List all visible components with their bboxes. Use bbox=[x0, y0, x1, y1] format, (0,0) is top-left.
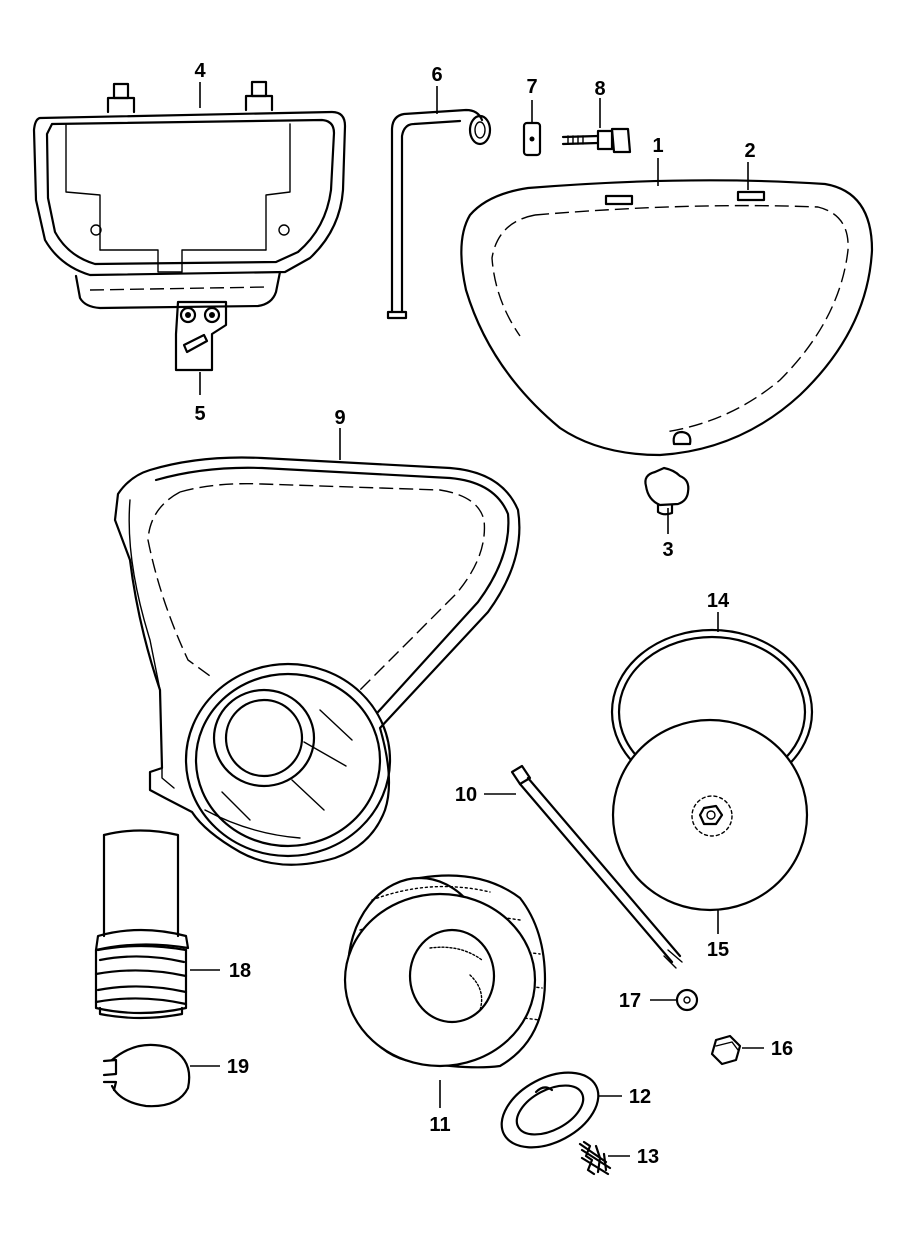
callout-19: 19 bbox=[227, 1056, 249, 1078]
part-16-nut bbox=[710, 1034, 742, 1066]
part-1-airbox-cover bbox=[460, 179, 874, 457]
callout-10: 10 bbox=[455, 784, 477, 806]
part-13-spring bbox=[578, 1140, 612, 1176]
callout-7: 7 bbox=[526, 76, 537, 98]
callout-5: 5 bbox=[194, 403, 205, 425]
callout-9: 9 bbox=[334, 407, 345, 429]
callout-12: 12 bbox=[629, 1086, 651, 1108]
callout-8: 8 bbox=[594, 78, 605, 100]
part-10-stud bbox=[510, 764, 683, 969]
callout-labels: 4 5 6 7 8 1 2 3 9 10 14 15 17 16 18 19 1… bbox=[194, 60, 793, 1168]
part-6-bracket bbox=[386, 108, 492, 320]
part-18-intake-boot bbox=[94, 829, 190, 1020]
part-12-seal bbox=[500, 1071, 600, 1149]
part-4-airbox-backplate bbox=[32, 80, 347, 372]
part-3-knob bbox=[644, 466, 690, 516]
callout-14: 14 bbox=[707, 590, 730, 612]
leader-lines bbox=[190, 82, 764, 1157]
callout-1: 1 bbox=[652, 135, 663, 157]
callout-4: 4 bbox=[194, 60, 206, 82]
part-17-washer bbox=[675, 988, 699, 1012]
callout-17: 17 bbox=[619, 990, 641, 1012]
part-15-plate bbox=[611, 718, 809, 912]
callout-13: 13 bbox=[637, 1146, 659, 1168]
callout-2: 2 bbox=[744, 140, 755, 162]
callout-11: 11 bbox=[429, 1114, 450, 1136]
callout-18: 18 bbox=[229, 960, 251, 982]
callout-6: 6 bbox=[431, 64, 442, 86]
callout-15: 15 bbox=[707, 939, 729, 961]
part-7-nut bbox=[522, 121, 542, 157]
callout-16: 16 bbox=[771, 1038, 793, 1060]
part-19-clamp bbox=[102, 1043, 191, 1108]
part-11-filter-element bbox=[343, 874, 547, 1069]
callout-3: 3 bbox=[662, 539, 673, 561]
part-9-airbox-housing bbox=[113, 456, 521, 866]
part-8-bolt bbox=[561, 127, 632, 154]
